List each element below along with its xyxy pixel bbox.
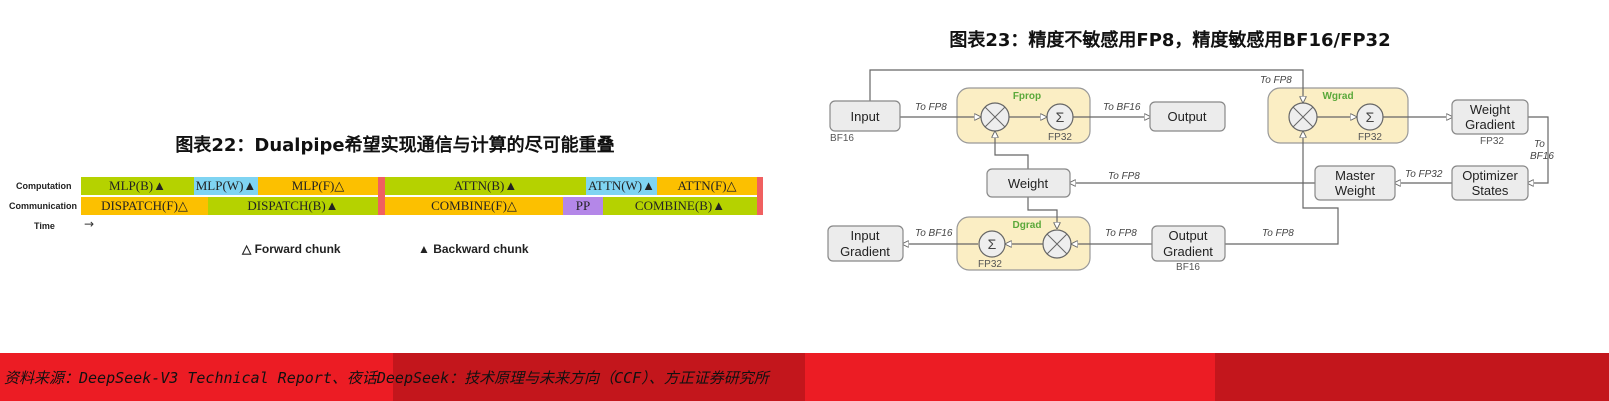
output-gradient-box xyxy=(1151,225,1226,262)
dgrad-label: Dgrad xyxy=(1013,220,1042,231)
input-gradient-label: Input xyxy=(851,228,880,243)
annotation: To FP8 xyxy=(1108,171,1140,182)
weight-gradient-box xyxy=(1451,99,1529,135)
figure-22-title: 图表22：Dualpipe希望实现通信与计算的尽可能重叠 xyxy=(175,135,615,156)
wgrad-multiply-icon xyxy=(1288,102,1318,132)
svg-text:Σ: Σ xyxy=(988,236,997,252)
fprop-label: Fprop xyxy=(1013,91,1041,102)
input-gradient-box xyxy=(827,225,904,262)
optimizer-states-label: Optimizer xyxy=(1462,168,1518,183)
segment-dispatch-b: DISPATCH(B)▲ xyxy=(208,197,378,215)
source-text: 资料来源：DeepSeek-V3 Technical Report、夜话Deep… xyxy=(4,369,769,387)
output-gradient-label: Gradient xyxy=(1163,244,1213,259)
output-gradient-label: Output xyxy=(1168,228,1207,243)
master-weight-label: Weight xyxy=(1335,183,1376,198)
segment-combine-b: COMBINE(B)▲ xyxy=(603,197,757,215)
wgrad-sum-icon: Σ xyxy=(1356,103,1384,131)
annotation: To xyxy=(1534,139,1545,150)
weight-box xyxy=(986,168,1071,198)
segment-attn-b: ATTN(B)▲ xyxy=(385,177,586,195)
figure-23-title: 图表23：精度不敏感用FP8，精度敏感用BF16/FP32 xyxy=(949,30,1391,51)
segment-combine-f: COMBINE(F)△ xyxy=(385,197,563,215)
segment-mlp-f: MLP(F)△ xyxy=(258,177,378,195)
source-footer: 资料来源：DeepSeek-V3 Technical Report、夜话Deep… xyxy=(0,353,1609,401)
annotation: To FP8 xyxy=(1262,228,1294,239)
precision-label: FP32 xyxy=(1358,132,1382,143)
annotation: To BF16 xyxy=(1103,102,1141,113)
weight-gradient-label: Weight xyxy=(1470,102,1511,117)
input-gradient-label: Gradient xyxy=(840,244,890,259)
segment-attn-f: ATTN(F)△ xyxy=(657,177,757,195)
legend-forward-chunk: △ Forward chunk xyxy=(242,242,341,256)
precision-label: FP32 xyxy=(978,259,1002,270)
precision-label: FP32 xyxy=(1048,132,1072,143)
time-arrow-icon: → xyxy=(84,217,95,231)
svg-text:Σ: Σ xyxy=(1056,109,1065,125)
row-label-computation: Computation xyxy=(16,181,72,191)
annotation: BF16 xyxy=(1530,151,1554,162)
weight-label: Weight xyxy=(1008,176,1049,191)
fprop-sum-icon: Σ xyxy=(1046,103,1074,131)
segment-mlp-b: MLP(B)▲ xyxy=(81,177,194,195)
segment-attn-w: ATTN(W)▲ xyxy=(586,177,657,195)
annotation: To FP8 xyxy=(1105,228,1137,239)
optimizer-states-box xyxy=(1451,165,1529,201)
fprop-multiply-icon xyxy=(980,102,1010,132)
legend-backward-chunk: ▲ Backward chunk xyxy=(418,242,529,256)
output-label: Output xyxy=(1167,109,1206,124)
dgrad-sum-icon: Σ xyxy=(978,230,1006,258)
row-label-time: Time xyxy=(34,221,55,231)
master-weight-label: Master xyxy=(1335,168,1375,183)
precision-label: BF16 xyxy=(830,133,854,144)
input-label: Input xyxy=(851,109,880,124)
annotation: To FP8 xyxy=(915,102,947,113)
sync-bar xyxy=(378,177,385,215)
precision-label: BF16 xyxy=(1176,262,1200,273)
output-box xyxy=(1149,101,1226,132)
wgrad-label: Wgrad xyxy=(1322,91,1353,102)
weight-gradient-label: Gradient xyxy=(1465,117,1515,132)
sync-bar xyxy=(757,177,763,215)
annotation: To BF16 xyxy=(915,228,953,239)
annotation: To FP8 xyxy=(1260,75,1292,86)
optimizer-states-label: States xyxy=(1472,183,1509,198)
segment-mlp-w: MLP(W)▲ xyxy=(194,177,258,195)
svg-text:Σ: Σ xyxy=(1366,109,1375,125)
segment-pp: PP xyxy=(563,197,603,215)
segment-dispatch-f: DISPATCH(F)△ xyxy=(81,197,208,215)
master-weight-box xyxy=(1314,165,1396,201)
row-label-communication: Communication xyxy=(9,201,78,211)
precision-flow-diagram: Fprop Wgrad Dgrad Σ Σ Σ Input Output Wei… xyxy=(827,69,1554,273)
precision-label: FP32 xyxy=(1480,136,1504,147)
input-box xyxy=(829,100,901,132)
dgrad-multiply-icon xyxy=(1042,229,1072,259)
annotation: To FP32 xyxy=(1405,169,1443,180)
